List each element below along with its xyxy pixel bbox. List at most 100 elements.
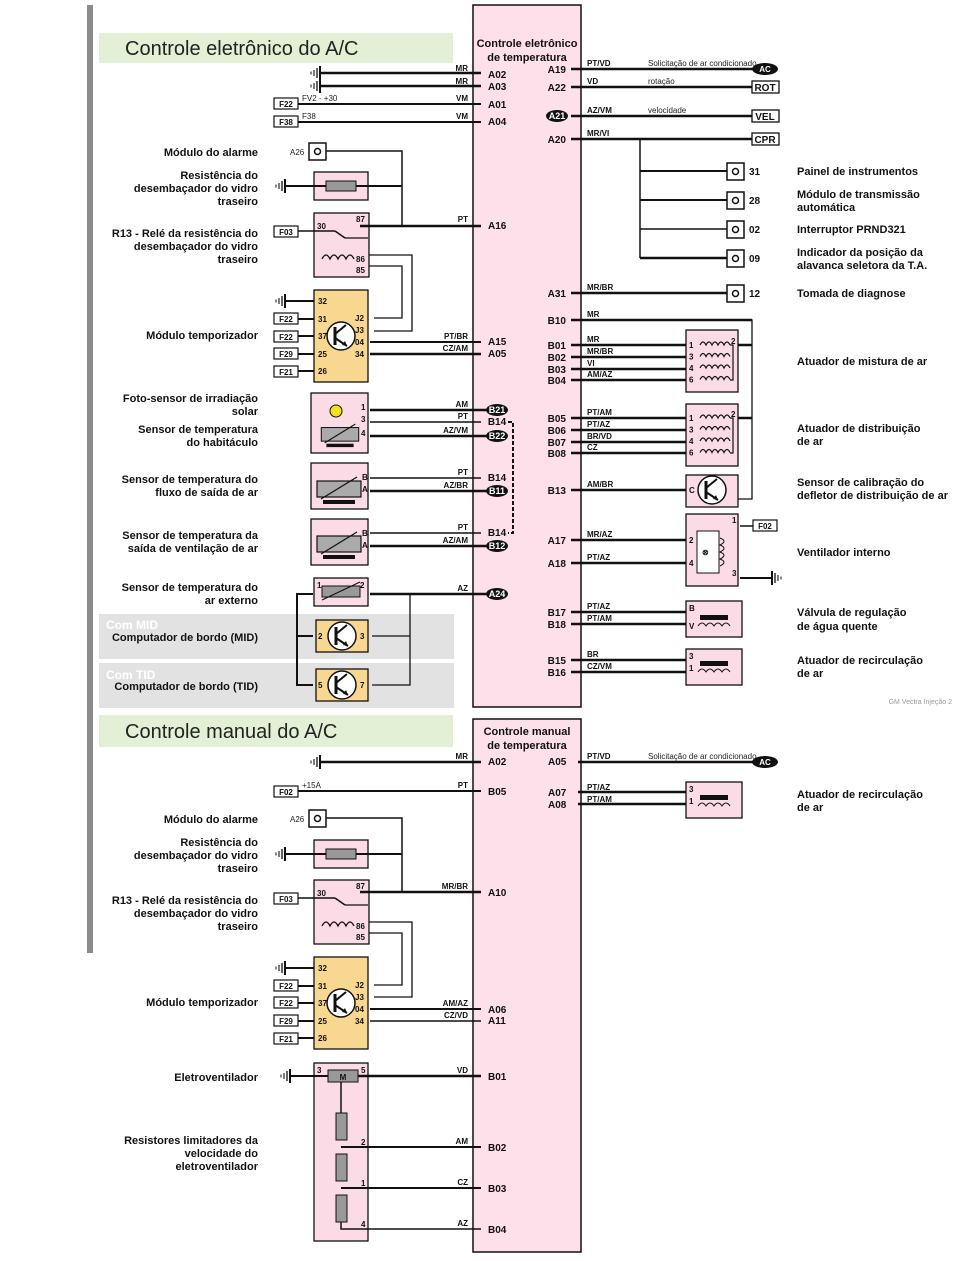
svg-text:CZ: CZ: [457, 1178, 468, 1187]
svg-text:PT/AM: PT/AM: [587, 408, 612, 417]
pin-oval: [486, 485, 508, 497]
svg-text:B: B: [362, 473, 368, 482]
svg-text:BR: BR: [587, 650, 599, 659]
svg-text:6: 6: [689, 449, 694, 458]
svg-text:B02: B02: [548, 353, 567, 364]
svg-text:AZ/BR: AZ/BR: [444, 481, 469, 490]
svg-text:87: 87: [356, 215, 365, 224]
svg-text:A05: A05: [548, 757, 567, 768]
svg-text:B18: B18: [548, 620, 567, 631]
svg-text:Módulo temporizador: Módulo temporizador: [146, 997, 259, 1009]
cpr-branches: [639, 139, 727, 260]
svg-text:de ar: de ar: [797, 436, 824, 448]
svg-text:PT: PT: [458, 215, 468, 224]
svg-text:Módulo do alarme: Módulo do alarme: [164, 147, 258, 159]
svg-text:3: 3: [689, 353, 694, 362]
recirculation-actuator: Atuador de recirculação de ar 3 1: [685, 648, 923, 686]
svg-text:MR: MR: [456, 64, 469, 73]
svg-text:VM: VM: [456, 94, 468, 103]
svg-text:B17: B17: [548, 608, 567, 619]
svg-text:Atuador de recirculação: Atuador de recirculação: [797, 655, 923, 667]
svg-text:Indicador da posição da: Indicador da posição da: [797, 247, 924, 259]
svg-text:A02: A02: [488, 70, 507, 81]
svg-text:J3: J3: [355, 326, 364, 335]
svg-text:1: 1: [689, 664, 694, 673]
svg-text:B05: B05: [548, 414, 567, 425]
svg-text:AC: AC: [759, 758, 771, 767]
svg-text:86: 86: [356, 255, 365, 264]
svg-text:PT/BR: PT/BR: [444, 332, 468, 341]
svg-text:Ventilador interno: Ventilador interno: [797, 547, 891, 559]
svg-text:3: 3: [732, 569, 737, 578]
svg-text:VEL: VEL: [755, 112, 774, 123]
alarm-module-manual: Módulo do alarme A26: [164, 809, 403, 892]
svg-text:PT: PT: [458, 781, 468, 790]
svg-text:02: 02: [749, 225, 761, 236]
svg-text:28: 28: [749, 196, 761, 207]
svg-text:04: 04: [355, 1005, 364, 1014]
svg-text:B04: B04: [488, 1225, 507, 1236]
coil-icon: [699, 375, 731, 381]
svg-text:Computador de bordo (MID): Computador de bordo (MID): [112, 632, 258, 644]
svg-text:F21: F21: [279, 1035, 293, 1044]
svg-text:A11: A11: [488, 1016, 506, 1027]
svg-text:BR/VD: BR/VD: [587, 432, 612, 441]
svg-text:CPR: CPR: [754, 135, 776, 146]
svg-text:31: 31: [318, 982, 327, 991]
svg-text:31: 31: [318, 315, 327, 324]
svg-text:A01: A01: [488, 100, 507, 111]
section-electronic: Controle eletrônico do A/C Controle elet…: [99, 4, 952, 708]
pin-oval: [486, 404, 508, 416]
alarm-module: Módulo do alarme A26: [164, 142, 403, 226]
svg-text:F22: F22: [279, 315, 293, 324]
svg-text:VD: VD: [457, 1066, 468, 1075]
svg-text:F03: F03: [279, 228, 293, 237]
svg-text:B10: B10: [548, 316, 567, 327]
solar-cabin-sensor: Foto-sensor de irradiação solar Sensor d…: [123, 392, 488, 454]
ecu-title-line-2: de temperatura: [487, 740, 567, 752]
svg-text:B02: B02: [488, 1143, 507, 1154]
svg-text:fluxo de saída de ar: fluxo de saída de ar: [155, 487, 258, 499]
svg-text:Painel de instrumentos: Painel de instrumentos: [797, 166, 918, 178]
svg-text:F38: F38: [279, 118, 293, 127]
svg-text:F22: F22: [279, 333, 293, 342]
wire-a02: MR A02: [310, 64, 507, 81]
svg-text:Computador de bordo (TID): Computador de bordo (TID): [114, 681, 258, 693]
svg-text:B03: B03: [548, 365, 567, 376]
svg-text:B13: B13: [548, 486, 567, 497]
svg-text:Resistência do: Resistência do: [180, 837, 258, 849]
svg-text:PT/AZ: PT/AZ: [587, 420, 610, 429]
svg-text:eletroventilador: eletroventilador: [175, 1161, 258, 1173]
ecu-pin-label: B14: [488, 528, 507, 539]
svg-text:34: 34: [355, 1017, 364, 1026]
svg-text:A02: A02: [488, 757, 507, 768]
svg-text:MR/AZ: MR/AZ: [587, 530, 612, 539]
section-title-band: [99, 715, 453, 747]
deflector-calibration-sensor: Sensor de calibração do defletor de dist…: [685, 474, 949, 508]
svg-text:MR: MR: [587, 310, 600, 319]
svg-text:MR/BR: MR/BR: [442, 882, 468, 891]
svg-text:34: 34: [355, 350, 364, 359]
svg-text:CZ: CZ: [587, 443, 598, 452]
svg-text:defletor de distribuição de ar: defletor de distribuição de ar: [797, 490, 949, 502]
svg-text:A15: A15: [488, 337, 507, 348]
svg-text:2: 2: [361, 1138, 366, 1147]
svg-text:Módulo de transmissão: Módulo de transmissão: [797, 189, 920, 201]
svg-text:B07: B07: [548, 438, 567, 449]
svg-text:B06: B06: [548, 426, 567, 437]
svg-text:F21: F21: [279, 368, 293, 377]
svg-text:A10: A10: [488, 888, 507, 899]
svg-text:12: 12: [749, 289, 761, 300]
svg-text:B03: B03: [488, 1184, 507, 1195]
svg-text:1: 1: [317, 581, 322, 590]
svg-text:de ar: de ar: [797, 668, 824, 680]
svg-text:F02: F02: [279, 788, 293, 797]
